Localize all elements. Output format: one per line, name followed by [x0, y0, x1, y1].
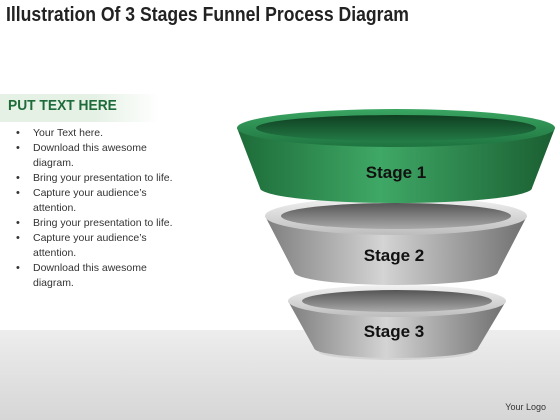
bullet-item: Download this awesome diagram. [16, 261, 186, 291]
stage-1-label: Stage 1 [366, 163, 426, 182]
stage-3-body [288, 301, 506, 358]
funnel-stage-2: Stage 2 [265, 197, 527, 285]
bullet-item: Bring your presentation to life. [16, 171, 186, 186]
bullet-item: Capture your audience’s attention. [16, 231, 186, 261]
logo-text: Your Logo [505, 402, 546, 412]
bullet-item: Bring your presentation to life. [16, 216, 186, 231]
stage-2-body [265, 216, 527, 285]
stage-1-opening [256, 115, 536, 141]
stage-2-opening [281, 203, 511, 229]
funnel-stage-1: Stage 1 [237, 109, 555, 203]
stage-1-body [237, 128, 555, 203]
heading-highlight [0, 94, 160, 122]
bullet-item: Download this awesome diagram. [16, 141, 186, 171]
bullet-item: Capture your audience’s attention. [16, 186, 186, 216]
page-title: Illustration Of 3 Stages Funnel Process … [6, 4, 409, 26]
bullet-item: Your Text here. [16, 126, 186, 141]
text-heading: PUT TEXT HERE [8, 97, 117, 114]
funnel-stage-3: Stage 3 [288, 285, 506, 360]
stage-3-label: Stage 3 [364, 322, 424, 341]
stage-2-label: Stage 2 [364, 246, 424, 265]
stage-3-opening [302, 290, 492, 312]
bullet-list: Your Text here. Download this awesome di… [16, 126, 186, 291]
